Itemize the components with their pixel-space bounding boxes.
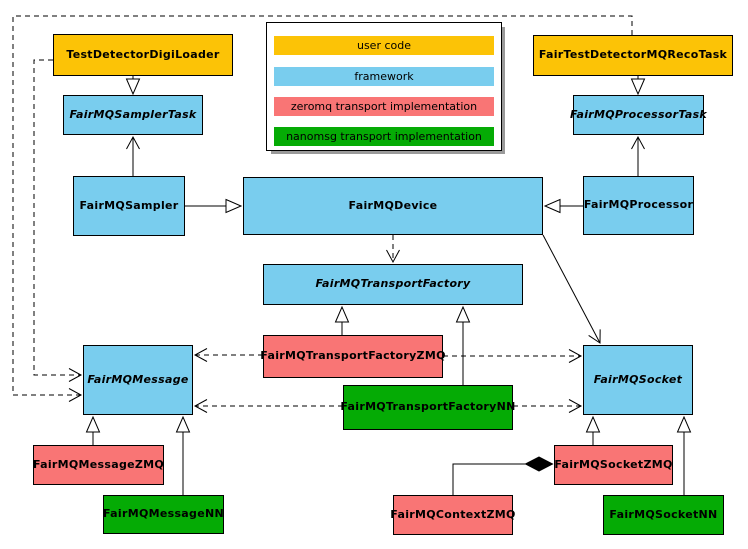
class-box-fairmqdevice: FairMQDevice [243,177,543,235]
class-box-fairmqtransportfactorynn: FairMQTransportFactoryNN [340,385,515,430]
class-box-fairmqtransportfactory: FairMQTransportFactory [263,264,523,305]
class-box-fairtestdetectormqrecotask: FairTestDetectorMQRecoTask [533,35,733,76]
legend-item-framework: framework [274,67,494,86]
class-box-fairmqsocketnn: FairMQSocketNN [603,495,724,535]
class-box-fairmqsampler: FairMQSampler [73,176,185,236]
edge-assoc-device-socket [542,234,601,344]
class-box-fairmqsamplertask: FairMQSamplerTask [63,95,203,135]
edge-comp-contextzmq-socketzmq [452,464,553,495]
class-box-fairmqmessagenn: FairMQMessageNN [103,495,224,534]
legend-item-nanomsg: nanomsg transport implementation [274,127,494,146]
class-box-fairmqsocketzmq: FairMQSocketZMQ [554,445,673,485]
class-box-fairmqprocessor: FairMQProcessor [583,176,694,235]
legend-item-zeromq: zeromq transport implementation [274,97,494,116]
edge-dep-recotask-to-message [12,15,633,402]
class-box-fairmqsocket: FairMQSocket [583,345,693,415]
legend: user code framework zeromq transport imp… [266,22,502,151]
class-box-fairmqmessagezmq: FairMQMessageZMQ [33,445,164,485]
class-box-fairmqprocessortask: FairMQProcessorTask [570,95,707,135]
legend-item-user-code: user code [274,36,494,55]
class-box-fairmqtransportfactoryzmq: FairMQTransportFactoryZMQ [260,335,445,378]
edge-dep-digiloader-to-message [33,59,83,382]
class-box-fairmqcontextzmq: FairMQContextZMQ [390,495,515,535]
class-box-fairmqmessage: FairMQMessage [83,345,193,415]
class-box-testdetectordigiloader: TestDetectorDigiLoader [53,34,233,76]
